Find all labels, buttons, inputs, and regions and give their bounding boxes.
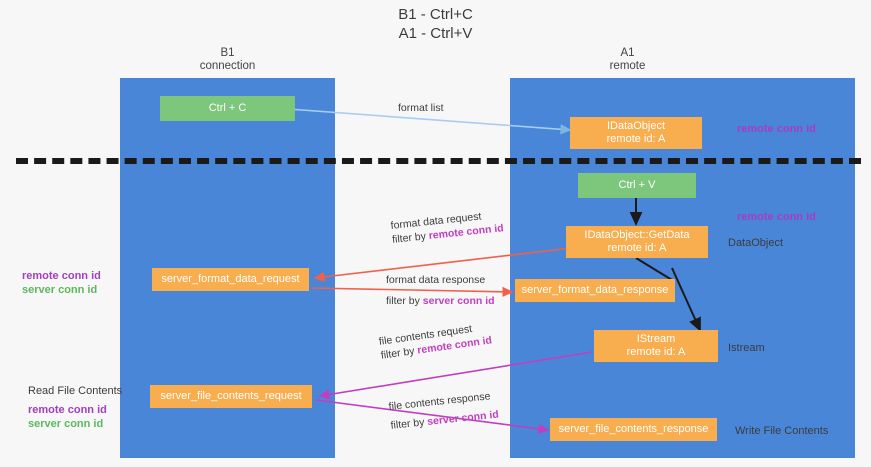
edge-label-fdreq-prefix: filter by (391, 230, 430, 246)
edge-label-fdresp-prefix: filter by (386, 295, 423, 307)
node-ctrl-c[interactable]: Ctrl + C (160, 96, 295, 121)
edge-label-format-data-response-line1: format data response (386, 274, 486, 286)
side-label-remote-conn-id-top: remote conn id (737, 123, 816, 135)
edge-label-file-contents-response: file contents response filter by server … (388, 389, 499, 433)
node-server-format-data-response-label: server_format_data_response (521, 284, 669, 296)
side-label-istream: Istream (728, 342, 765, 354)
node-getdata-remote-id: remote id: A (607, 242, 667, 254)
section-separator (16, 158, 861, 164)
node-idataobject-remote-id: remote id: A (606, 133, 666, 145)
column-header-a1-name: A1 (620, 47, 635, 59)
edge-label-fcreq-prefix: filter by (380, 344, 419, 362)
edge-label-file-contents-request: file contents request filter by remote c… (378, 319, 493, 362)
node-ctrl-v-label: Ctrl + V (618, 179, 656, 191)
node-ctrl-c-label: Ctrl + C (208, 102, 247, 114)
node-ctrl-v[interactable]: Ctrl + V (578, 173, 696, 198)
side-label-left-remote-conn-id-mid: remote conn id (22, 270, 101, 282)
side-label-write-file-contents: Write File Contents (735, 425, 829, 437)
column-header-a1: A1 remote (540, 47, 715, 73)
node-idataobject-getdata[interactable]: IDataObject::GetData remote id: A (566, 226, 708, 258)
side-label-remote-conn-id-mid: remote conn id (737, 211, 816, 223)
diagram-title: B1 - Ctrl+C A1 - Ctrl+V (0, 5, 871, 43)
node-istream[interactable]: IStream remote id: A (594, 330, 718, 362)
column-header-b1-role: connection (199, 60, 256, 72)
column-header-a1-role: remote (609, 60, 646, 72)
edge-label-format-data-response: format data response filter by server co… (386, 273, 495, 308)
side-label-left-remote-conn-id-bottom: remote conn id (28, 404, 107, 416)
node-getdata-label: IDataObject::GetData (584, 229, 690, 241)
node-idataobject[interactable]: IDataObject remote id: A (570, 117, 702, 149)
title-line-2: A1 - Ctrl+V (398, 25, 473, 42)
node-server-format-data-request-label: server_format_data_request (161, 273, 300, 285)
side-label-left-server-conn-id-mid: server conn id (22, 284, 98, 296)
edge-label-format-list: format list (398, 101, 444, 115)
node-server-file-contents-request-label: server_file_contents_request (160, 390, 302, 402)
edge-label-format-list-line1: format list (398, 102, 444, 114)
side-label-read-file-contents: Read File Contents (28, 385, 123, 397)
column-header-b1-name: B1 (220, 47, 235, 59)
node-istream-remote-id: remote id: A (626, 346, 686, 358)
node-server-format-data-request[interactable]: server_format_data_request (152, 268, 309, 291)
node-istream-label: IStream (636, 333, 676, 345)
node-server-file-contents-response[interactable]: server_file_contents_response (550, 418, 717, 441)
edge-label-format-data-response-line2: filter by server conn id (386, 294, 495, 308)
side-label-dataobject: DataObject (728, 237, 784, 249)
column-header-b1: B1 connection (150, 47, 305, 73)
node-server-file-contents-request[interactable]: server_file_contents_request (150, 385, 312, 408)
edge-label-fdresp-emphasis: server conn id (422, 295, 495, 307)
edge-label-format-data-request: format data request filter by remote con… (390, 207, 504, 247)
title-line-1: B1 - Ctrl+C (398, 6, 473, 23)
node-server-file-contents-response-label: server_file_contents_response (558, 423, 709, 435)
node-server-format-data-response[interactable]: server_format_data_response (515, 279, 675, 302)
edge-label-fcresp-prefix: filter by (390, 416, 428, 432)
edge-label-fcresp-emphasis: server conn id (426, 408, 500, 428)
node-idataobject-label: IDataObject (606, 120, 666, 132)
side-label-left-server-conn-id-bottom: server conn id (28, 418, 104, 430)
